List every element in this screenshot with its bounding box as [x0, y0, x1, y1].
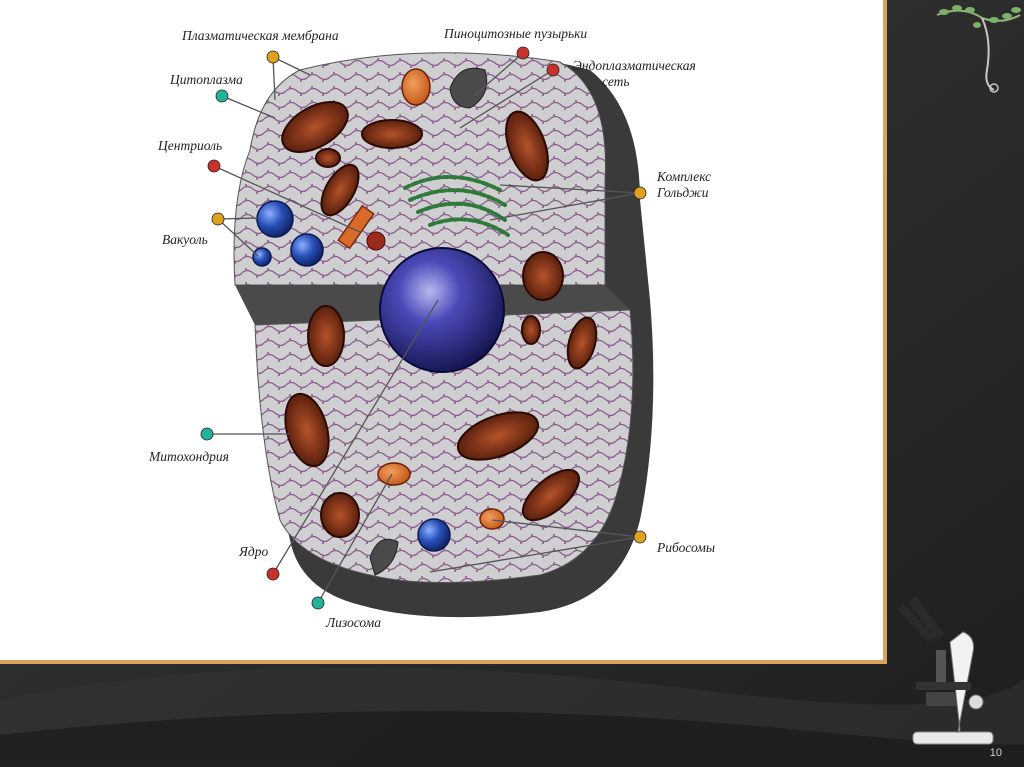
lysosome-organelle — [401, 68, 431, 106]
lysosome-organelle — [479, 508, 505, 530]
marker-dot — [516, 46, 530, 60]
pinocytic-vesicle — [449, 67, 488, 109]
marker-dots — [200, 46, 647, 610]
mitochondrion — [505, 110, 549, 182]
label-endoplasmic-reticulum-line1: Эндоплазматическая — [573, 58, 696, 73]
marker-dot — [633, 530, 647, 544]
mitochondrion — [281, 101, 349, 153]
lysosomes — [377, 68, 505, 530]
mitochondrion — [566, 316, 598, 370]
tree-branch-icon — [936, 5, 1021, 93]
label-ribosomes: Рибосомы — [656, 540, 715, 555]
mitochondrion — [521, 468, 581, 522]
label-cytoplasm: Цитоплазма — [169, 72, 243, 87]
centriole — [337, 204, 386, 251]
vacuole — [290, 233, 324, 267]
nucleus — [379, 247, 505, 373]
marker-dot — [311, 596, 325, 610]
label-centriole: Центриоль — [157, 138, 222, 153]
golgi-apparatus — [403, 175, 510, 237]
pinocytic-vesicle-lower — [369, 538, 399, 576]
label-pinocytic-vesicles: Пиноцитозные пузырьки — [443, 26, 587, 41]
marker-dot — [211, 212, 225, 226]
marker-dot — [266, 567, 280, 581]
lysosome-organelle — [377, 462, 411, 486]
label-plasma-membrane: Плазматическая мембрана — [181, 28, 339, 43]
mitochondrion — [361, 119, 423, 149]
label-mitochondria: Митохондрия — [148, 449, 229, 464]
marker-dot — [200, 427, 214, 441]
mitochondrion — [307, 305, 345, 367]
mitochondrion — [284, 392, 330, 468]
label-golgi-line1: Комплекс — [656, 169, 711, 184]
marker-dot — [633, 186, 647, 200]
marker-dot — [215, 89, 229, 103]
marker-dot — [207, 159, 221, 173]
mitochondrion — [522, 251, 564, 301]
marker-dot — [266, 50, 280, 64]
mitochondrion — [320, 492, 360, 538]
microscope-icon — [898, 596, 994, 745]
mitochondrion — [521, 315, 541, 345]
label-golgi-line2: Гольджи — [656, 185, 709, 200]
label-endoplasmic-reticulum-line2: сеть — [602, 74, 630, 89]
page-number: 10 — [989, 747, 1002, 759]
vacuole — [252, 247, 272, 267]
marker-dot — [546, 63, 560, 77]
vacuole — [417, 518, 451, 552]
mitochondrion — [456, 411, 540, 461]
mitochondrion — [320, 163, 360, 217]
mitochondrion — [315, 148, 341, 168]
label-lysosome: Лизосома — [325, 615, 381, 630]
label-nucleus: Ядро — [238, 544, 268, 559]
vacuoles — [252, 200, 451, 552]
vacuole — [256, 200, 294, 238]
label-vacuole: Вакуоль — [162, 232, 208, 247]
mitochondria-group — [281, 101, 598, 538]
leader-lines — [207, 52, 641, 604]
